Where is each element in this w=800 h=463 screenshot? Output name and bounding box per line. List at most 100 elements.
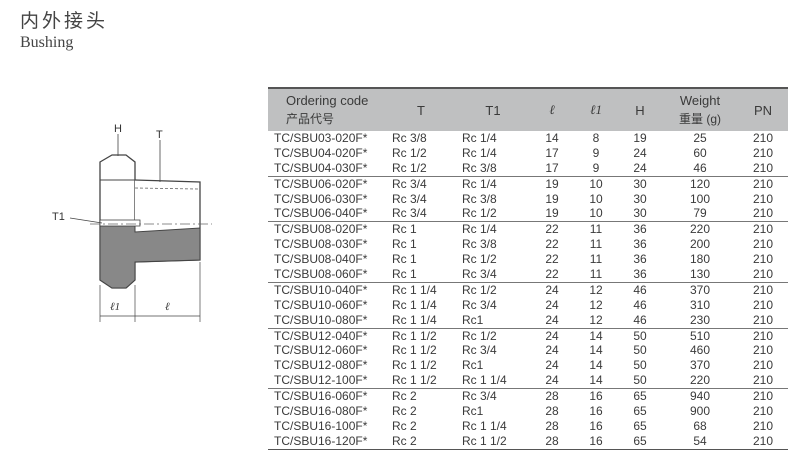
cell-weight: 60 (693, 145, 707, 160)
cell-pn: 210 (752, 160, 774, 175)
cell-l: 22 (545, 266, 559, 281)
cell-code: TC/SBU10-060F* (274, 297, 368, 312)
cell-l1: 11 (589, 237, 603, 252)
cell-l1: 12 (589, 297, 603, 312)
cell-pn: 210 (752, 297, 774, 312)
cell-t1: Rc 1/2 (456, 327, 530, 344)
cell-code: TC/SBU16-120F* (268, 433, 386, 450)
cell-code: TC/SBU12-080F* (274, 358, 368, 373)
bushing-drawing: H T T1 ℓ1 ℓ (52, 123, 212, 322)
cell-t1: Rc 1 1/4 (462, 373, 507, 388)
cell-pn: 210 (752, 252, 774, 267)
cell-l1: 14 (589, 373, 603, 388)
thread-line-top (134, 187, 199, 190)
cell-l1: 16 (574, 433, 618, 450)
cell-pn: 210 (752, 130, 774, 145)
cell-l: 28 (530, 388, 574, 405)
drawing-label-l1: ℓ1 (110, 301, 120, 313)
cell-pn: 210 (752, 206, 774, 221)
header-t: T (386, 87, 456, 131)
cell-h: 65 (618, 433, 662, 450)
cell-weight: 510 (662, 327, 738, 344)
cell-l1: 14 (574, 327, 618, 344)
cell-l: 28 (545, 403, 559, 418)
cell-l1: 11 (589, 252, 603, 267)
cell-t1: Rc 1/4 (456, 221, 530, 238)
cell-t: Rc 2 (392, 418, 417, 433)
cell-l: 24 (545, 297, 559, 312)
cell-l: 17 (545, 160, 559, 175)
cell-h: 65 (633, 418, 647, 433)
cell-l: 19 (530, 175, 574, 192)
cell-l: 24 (545, 373, 559, 388)
cell-t: Rc 1/2 (392, 145, 427, 160)
cell-weight: 200 (689, 237, 711, 252)
header-code-cn: 产品代号 (286, 112, 335, 126)
cell-l: 17 (545, 145, 559, 160)
cell-t: Rc 1/2 (392, 160, 427, 175)
page-title-cn: 内外接头 (20, 10, 109, 32)
cell-h: 50 (633, 358, 647, 373)
cell-h: 50 (633, 373, 647, 388)
drawing-label-l: ℓ (165, 301, 170, 313)
cell-h: 30 (618, 175, 662, 192)
cell-l1: 16 (574, 388, 618, 405)
cell-t1: Rc 3/4 (462, 297, 497, 312)
cell-l1: 11 (574, 221, 618, 238)
cell-l: 24 (545, 312, 559, 327)
cell-t1: Rc 1/2 (456, 281, 530, 298)
cell-weight: 120 (662, 175, 738, 192)
cell-t1: Rc1 (462, 403, 484, 418)
cell-code: TC/SBU16-080F* (274, 403, 368, 418)
cell-t: Rc 2 (386, 433, 456, 450)
cell-l: 24 (545, 358, 559, 373)
cell-h: 36 (633, 237, 647, 252)
cell-weight: 46 (693, 160, 707, 175)
cell-code: TC/SBU06-030F* (274, 191, 368, 206)
cell-t: Rc 2 (386, 388, 456, 405)
cell-l: 28 (545, 418, 559, 433)
cell-l: 22 (545, 237, 559, 252)
cell-h: 65 (633, 403, 647, 418)
cell-code: TC/SBU04-020F* (274, 145, 368, 160)
cell-t: Rc 1 1/2 (386, 327, 456, 344)
header-weight: Weight 重量 (g) (662, 87, 738, 131)
cell-weight: 130 (689, 266, 711, 281)
cell-h: 50 (618, 327, 662, 344)
cell-t: Rc 1 1/2 (392, 343, 437, 358)
header-l1: ℓ1 (574, 87, 618, 131)
cell-code: TC/SBU04-030F* (274, 160, 368, 175)
cell-l: 28 (530, 433, 574, 450)
cell-pn: 210 (752, 191, 774, 206)
cell-weight: 310 (689, 297, 711, 312)
cell-pn: 210 (752, 373, 774, 388)
cell-t1: Rc 3/8 (462, 191, 497, 206)
cell-l: 19 (545, 191, 559, 206)
cell-l1: 10 (589, 206, 603, 221)
cell-weight: 220 (689, 373, 711, 388)
cell-t: Rc 1 (386, 221, 456, 238)
cell-t1: Rc 3/4 (462, 343, 497, 358)
cell-weight: 460 (689, 343, 711, 358)
header-weight-en: Weight (679, 93, 721, 108)
cell-t1: Rc 1 1/2 (456, 433, 530, 450)
cell-l1: 14 (589, 358, 603, 373)
cell-l1: 12 (574, 281, 618, 298)
cell-pn: 210 (752, 343, 774, 358)
cell-t: Rc 1 1/4 (386, 281, 456, 298)
cell-l1: 16 (589, 418, 603, 433)
cell-l: 14 (545, 130, 559, 145)
cell-code: TC/SBU12-040F* (268, 327, 386, 344)
cell-h: 46 (633, 312, 647, 327)
